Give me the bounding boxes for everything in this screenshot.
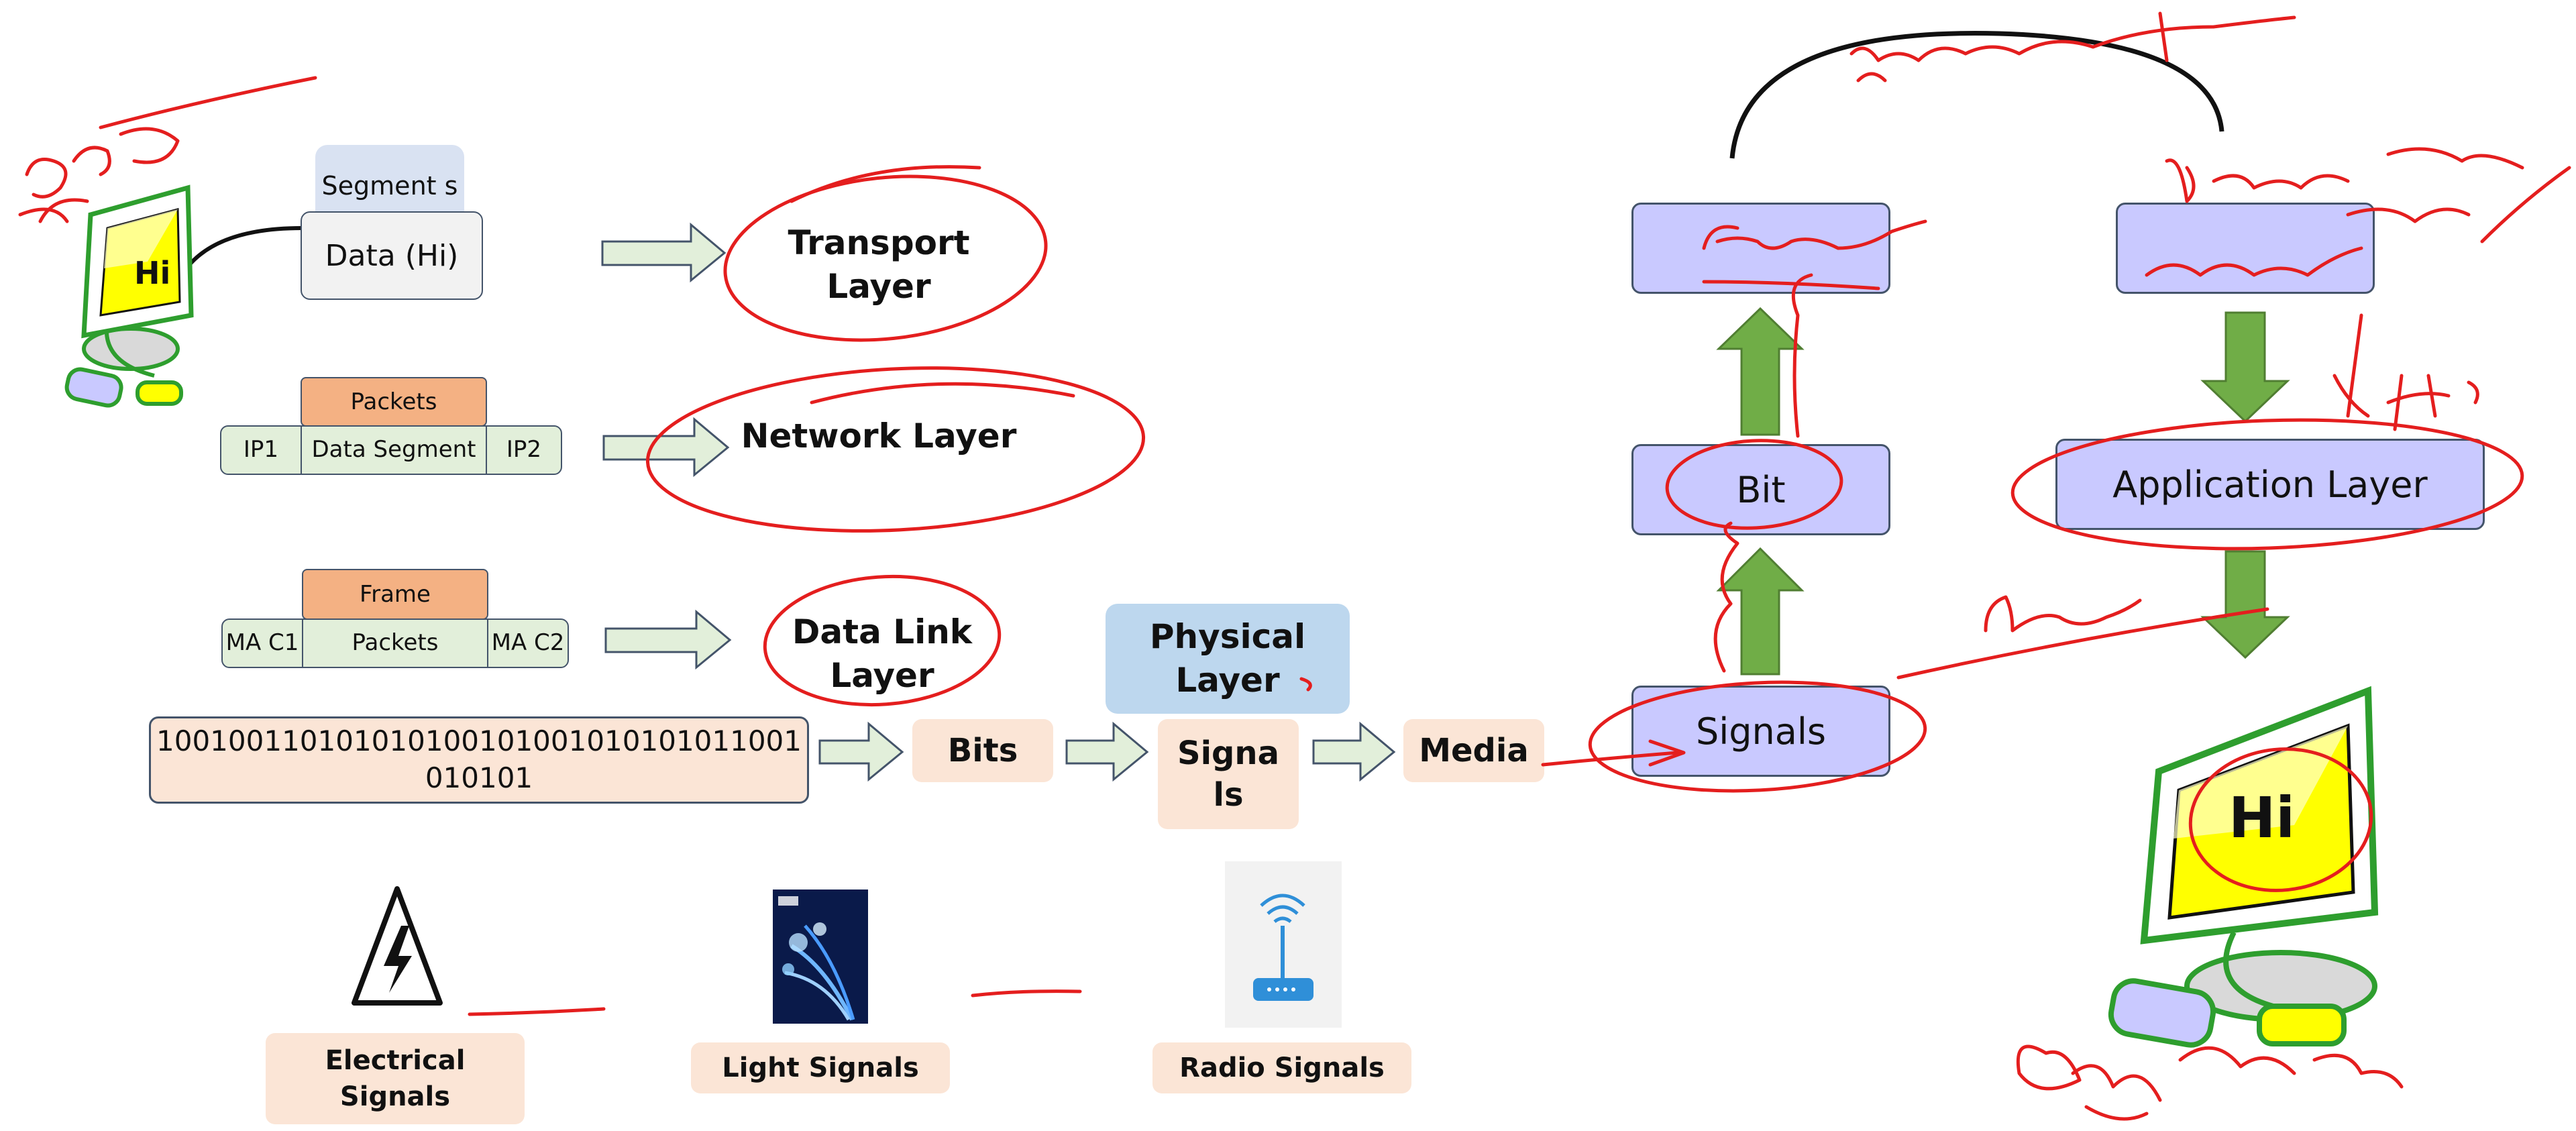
connection-arc bbox=[1729, 31, 2224, 159]
frame-header: Frame bbox=[302, 569, 488, 620]
arrow-signals bbox=[1065, 721, 1149, 782]
data-hi-box: Data (Hi) bbox=[301, 211, 483, 300]
bit-box: Bit bbox=[1631, 444, 1890, 535]
arrow-media bbox=[1312, 721, 1396, 782]
signals-right-box: Signals bbox=[1631, 686, 1890, 777]
data-box bbox=[2116, 203, 2375, 294]
network-layer-label: Network Layer bbox=[741, 416, 1017, 455]
arrow-datalink bbox=[604, 609, 732, 670]
arrow-up-bit bbox=[1716, 547, 1805, 676]
data-segment-cell: Data Segment bbox=[301, 425, 487, 475]
small-monitor-text: Hi bbox=[134, 255, 171, 291]
datalink-layer-label: Data Link Layer bbox=[792, 612, 973, 695]
arrow-transport bbox=[601, 222, 727, 283]
arrow-bits bbox=[818, 721, 904, 782]
ip1-cell: IP1 bbox=[220, 425, 302, 475]
packets-header: Packets bbox=[301, 377, 487, 427]
arrow-down-app bbox=[2200, 311, 2290, 423]
signals-box: Signa ls bbox=[1158, 719, 1299, 829]
physical-layer-box: Physical Layer bbox=[1106, 604, 1350, 714]
media-box: Media bbox=[1403, 719, 1544, 782]
ip2-cell: IP2 bbox=[486, 425, 562, 475]
bits-box: Bits bbox=[912, 719, 1053, 782]
electrical-signals-label: Electrical Signals bbox=[266, 1033, 525, 1124]
mac2-cell: MA C2 bbox=[487, 618, 569, 668]
application-layer-box: Application Layer bbox=[2055, 439, 2485, 530]
fiber-optic-icon bbox=[773, 890, 868, 1024]
radio-signals-label: Radio Signals bbox=[1152, 1042, 1411, 1093]
arrow-network bbox=[602, 417, 730, 478]
high-voltage-icon bbox=[352, 886, 443, 1006]
bits-string-box: 100100110101010100101001010101011001 010… bbox=[149, 716, 809, 804]
arrow-up-frame bbox=[1716, 307, 1805, 436]
packets-cell: Packets bbox=[302, 618, 488, 668]
mac1-cell: MA C1 bbox=[221, 618, 303, 668]
wifi-router-icon bbox=[1225, 861, 1342, 1028]
light-signals-label: Light Signals bbox=[691, 1042, 950, 1093]
transport-layer-label: Transport Layer bbox=[788, 223, 970, 306]
big-monitor-text: Hi bbox=[2229, 785, 2296, 851]
